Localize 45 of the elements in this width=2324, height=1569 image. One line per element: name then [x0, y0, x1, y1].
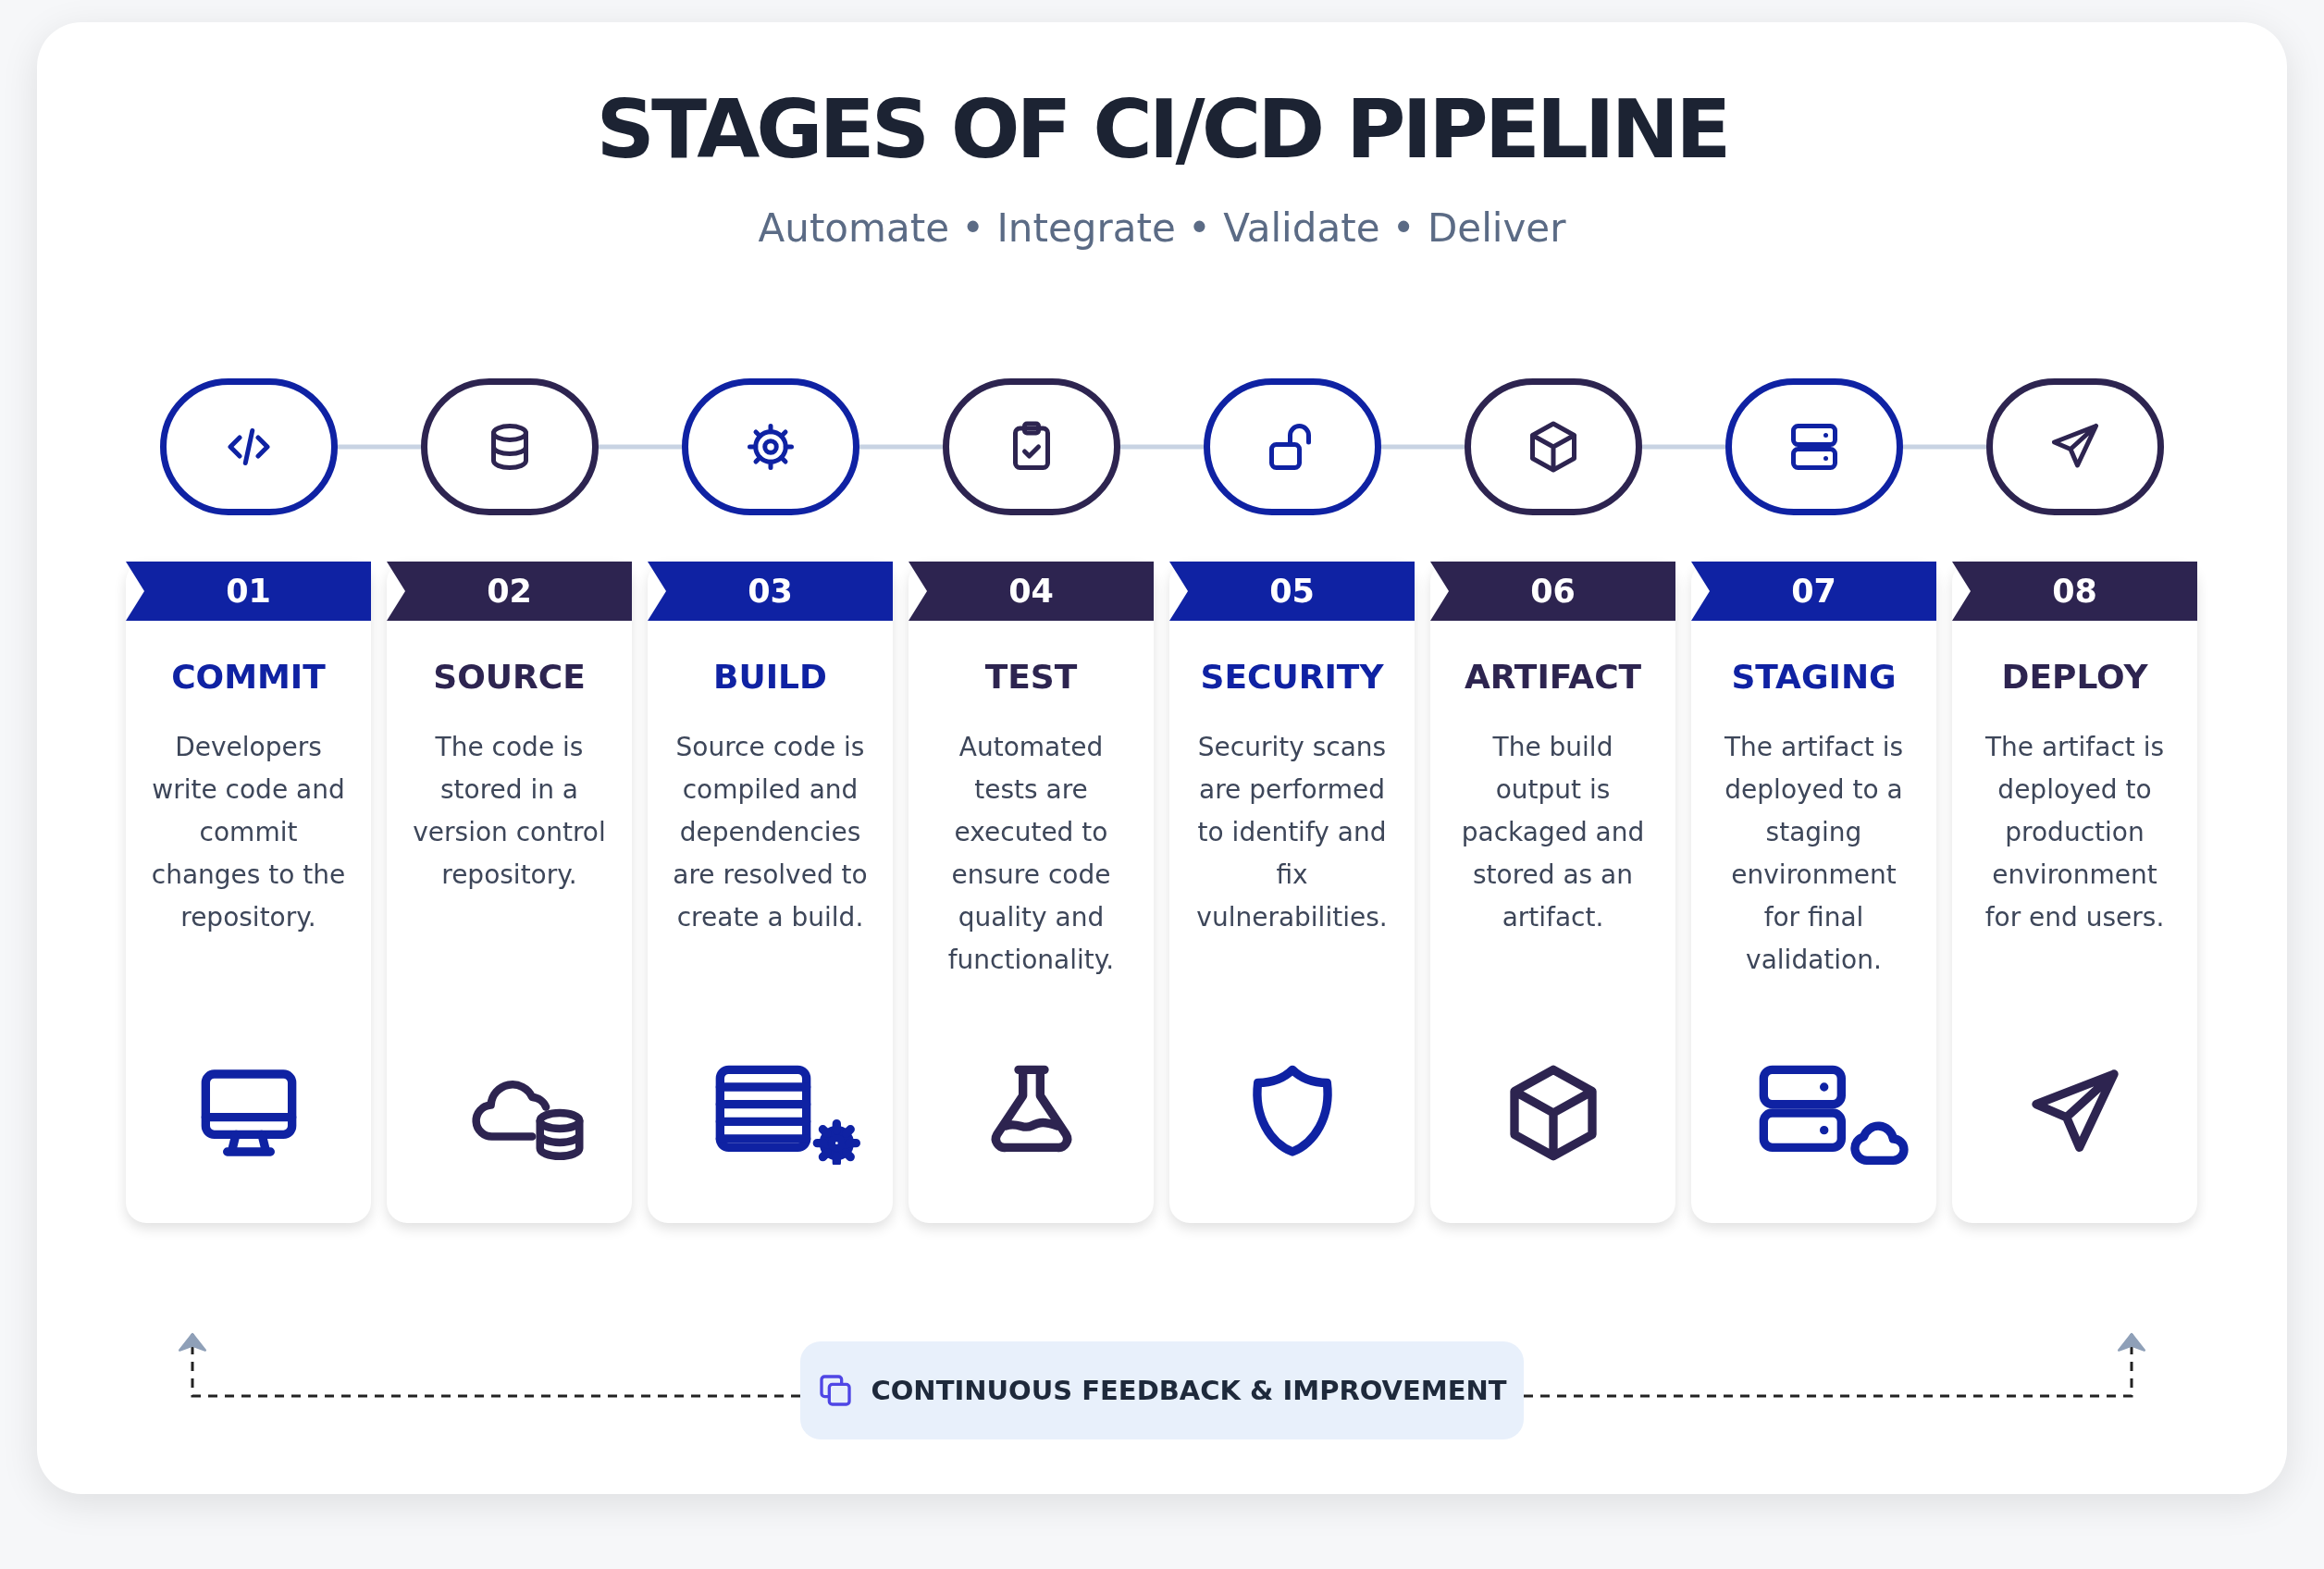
stage-title: COMMIT: [170, 658, 327, 696]
step-number-banner: 02: [387, 562, 632, 621]
step-number-banner: 03: [648, 562, 893, 621]
stage-title: STAGING: [1730, 658, 1898, 696]
stage-title: SOURCE: [432, 658, 587, 696]
stage-card: [1691, 562, 1936, 1223]
stage-description: The artifact is deployed to a staging environment for final validation.: [1723, 731, 1905, 977]
stage-title: BUILD: [712, 658, 828, 696]
step-number-banner: 05: [1169, 562, 1415, 621]
stage-title: SECURITY: [1199, 658, 1385, 696]
feedback-label: CONTINUOUS FEEDBACK & IMPROVEMENT: [871, 1375, 1507, 1406]
stage-description: Developers write code and commit changes to the repository.: [150, 731, 347, 934]
step-number-banner: 08: [1952, 562, 2197, 621]
feedback-arrow: [179, 1332, 800, 1398]
connector-line: [859, 444, 943, 450]
stage-description: Automated tests are executed to ensure code quality and functionality.: [946, 731, 1116, 977]
stage-card: [1952, 562, 2197, 1223]
connector-line: [1381, 444, 1465, 450]
step-number-banner: 07: [1691, 562, 1936, 621]
connector-line: [338, 444, 421, 450]
stage-description: Security scans are performed to identify and fix vulnerabilities.: [1195, 731, 1389, 934]
stage-title: ARTIFACT: [1463, 658, 1643, 696]
feedback-banner: [800, 1341, 1524, 1439]
stage-card: [1169, 562, 1415, 1223]
stage-title: TEST: [983, 658, 1079, 696]
stage-card: [648, 562, 893, 1223]
stage-card: [387, 562, 632, 1223]
feedback-arrow: [1524, 1332, 2145, 1398]
stage-card: [126, 562, 371, 1223]
stage-description: The build output is packaged and stored as an artifact.: [1460, 731, 1646, 934]
stage-card: [1430, 562, 1675, 1223]
stage-card: [909, 562, 1154, 1223]
connector-line: [1642, 444, 1725, 450]
stage-description: Source code is compiled and dependencies are resolved to create a build.: [672, 731, 869, 934]
connector-line: [1120, 444, 1204, 450]
stage-description: The artifact is deployed to production environment for end users.: [1984, 731, 2166, 934]
step-number-banner: 04: [909, 562, 1154, 621]
stage-description: The code is stored in a version control repository.: [412, 731, 607, 892]
subtitle: Automate • Integrate • Validate • Deliver: [757, 205, 1567, 251]
step-number-banner: 01: [126, 562, 371, 621]
step-number-banner: 06: [1430, 562, 1675, 621]
connector-line: [599, 444, 682, 450]
stage-title: DEPLOY: [2000, 658, 2149, 696]
title: STAGES OF CI/CD PIPELINE: [595, 81, 1729, 177]
connector-line: [1903, 444, 1986, 450]
